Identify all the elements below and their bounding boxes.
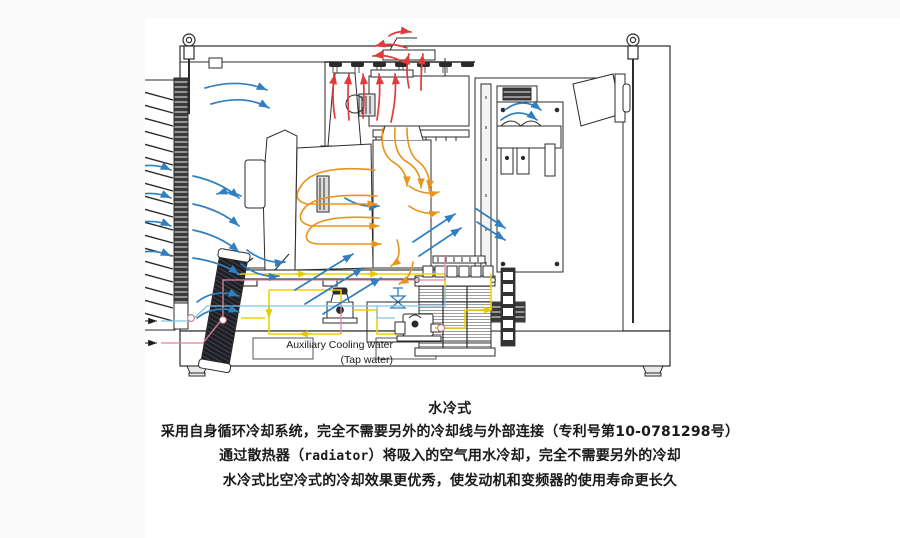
cabinet-door-open[interactable] — [572, 73, 631, 127]
engine-block — [244, 129, 374, 271]
label-tap-water: (Tap water) — [340, 354, 393, 366]
water-line-fittings — [187, 314, 445, 332]
circulation-pump — [394, 313, 442, 342]
diagram-label-group: Auxiliary Cooling water (Tap water) — [163, 338, 393, 368]
caption-line-1: 采用自身循环冷却系统，完全不需要另外的冷却线与外部连接（专利号第10-07812… — [160, 424, 740, 440]
label-auxiliary-cooling-water: Auxiliary Cooling water — [286, 339, 393, 351]
caption-block: 水冷式 采用自身循环冷却系统，完全不需要另外的冷却线与外部连接（专利号第10-0… — [0, 398, 900, 493]
lifting-eye-left — [182, 33, 196, 114]
pump-enclosure — [366, 301, 492, 343]
content-panel: Auxiliary Cooling water (Tap water) 水冷式 … — [145, 18, 900, 538]
caption-title: 水冷式 — [428, 401, 472, 417]
caption-line-2: 通过散热器（radiator）将吸入的空气用水冷却，完全不需要另外的冷却 — [0, 444, 900, 469]
caption-line-2-post: ）将吸入的空气用水冷却，完全不需要另外的冷却 — [368, 448, 681, 464]
internal-air-arrows — [296, 127, 440, 285]
hot-air-arrows — [329, 26, 426, 123]
lifting-eye-right — [626, 33, 640, 323]
caption-line-2-term: radiator — [304, 449, 369, 464]
label-leader-lines — [145, 317, 157, 347]
water-return-line — [161, 286, 446, 322]
caption-line-3: 水冷式比空冷式的冷却效果更优秀，使发动机和变频器的使用寿命更长久 — [222, 473, 678, 489]
intake-louvers — [145, 79, 176, 331]
generator-cutaway-diagram — [145, 18, 900, 398]
radiator-grille-panel — [173, 77, 189, 330]
breaker-assembly — [496, 120, 562, 177]
alternator-housing — [372, 125, 432, 269]
caption-line-2-pre: 通过散热器（ — [219, 448, 305, 464]
terminal-strip — [500, 267, 516, 347]
control-valve — [389, 287, 407, 309]
